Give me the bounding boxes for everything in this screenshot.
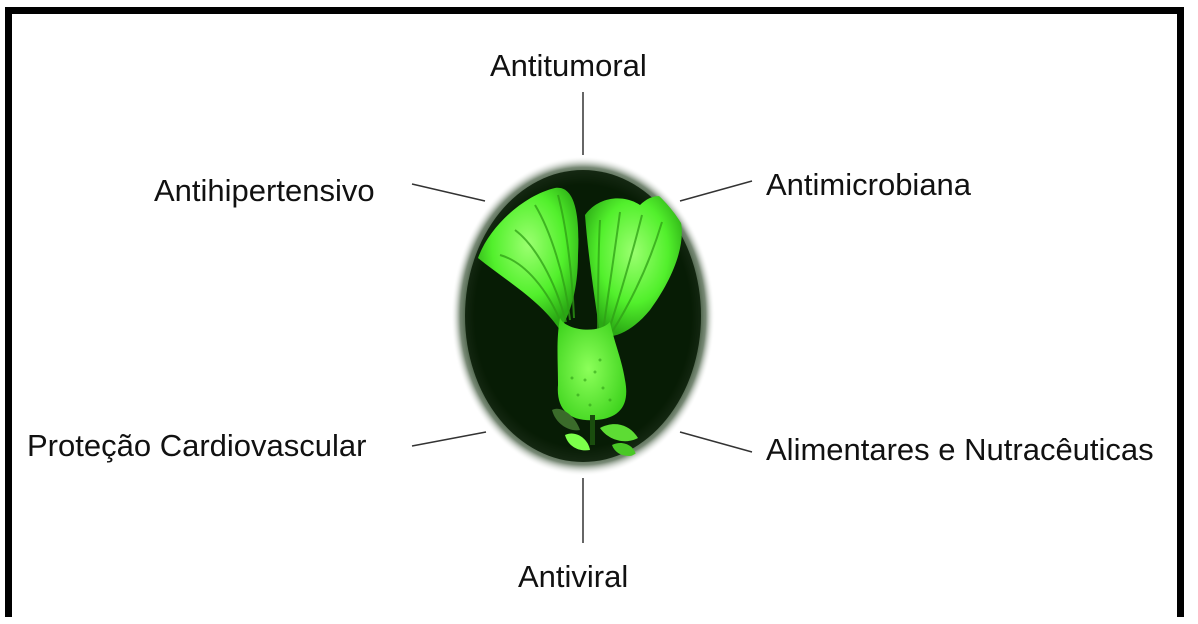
label-protecao-cardiovascular: Proteção Cardiovascular [27, 430, 366, 461]
connector-upper-left [412, 184, 485, 201]
label-antihipertensivo: Antihipertensivo [154, 175, 375, 206]
label-antitumoral: Antitumoral [490, 50, 647, 81]
connector-lower-left [412, 432, 486, 446]
connector-upper-right [680, 181, 752, 201]
label-alimentares-nutraceuticas: Alimentares e Nutracêuticas [766, 434, 1154, 465]
connector-lower-right [680, 432, 752, 452]
label-antimicrobiana: Antimicrobiana [766, 169, 971, 200]
label-antiviral: Antiviral [518, 561, 628, 592]
